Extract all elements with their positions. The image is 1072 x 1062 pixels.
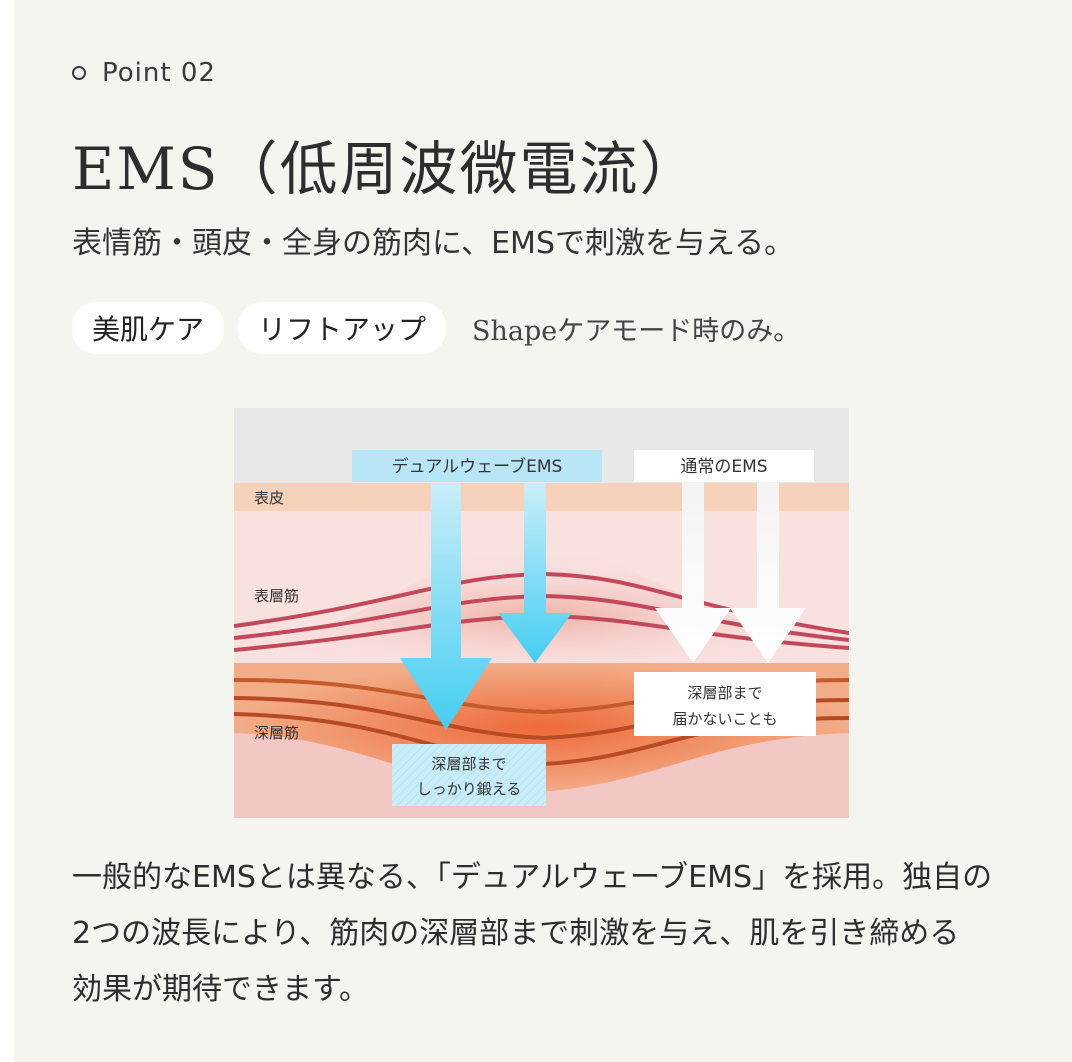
normal-ems-arrow-2 (730, 478, 806, 663)
tag-note: Shapeケアモード時のみ。 (472, 315, 801, 347)
body-line: 一般的なEMSとは異なる、「デュアルウェーブEMS」を採用。独自の (72, 860, 993, 895)
tag-lift-up: リフトアップ (238, 302, 447, 354)
normal-callout-line1: 深層部まで (687, 684, 762, 702)
subtitle: 表情筋・頭皮・全身の筋肉に、EMSで刺激を与える。 (72, 226, 795, 261)
normal-callout-box (634, 672, 816, 736)
dual-callout-line1: 深層部まで (431, 755, 506, 773)
normal-callout-line2: 届かないことも (672, 710, 777, 728)
dual-wave-short-arrow (498, 483, 572, 663)
body-line: 2つの波長により、筋肉の深層部まで刺激を与え、肌を引き締める (72, 916, 960, 951)
body-line: 効果が期待できます。 (72, 972, 369, 1007)
circle-icon (72, 66, 86, 80)
normal-ems-label: 通常のEMS (680, 457, 767, 477)
dual-callout-line2: しっかり鍛える (417, 780, 522, 798)
tag-row: 美肌ケア リフトアップ Shapeケアモード時のみ。 (72, 302, 800, 354)
page-title: EMS（低周波微電流） (72, 135, 700, 203)
point-heading: Point 02 (72, 58, 216, 88)
normal-ems-arrow-1 (655, 478, 731, 663)
layer-label-surface-muscle: 表層筋 (254, 587, 299, 605)
dual-wave-label: デュアルウェーブEMS (392, 456, 563, 477)
layer-label-epidermis: 表皮 (254, 489, 284, 507)
dual-callout-box (392, 744, 546, 806)
body-paragraph: 一般的なEMSとは異なる、「デュアルウェーブEMS」を採用。独自の 2つの波長に… (72, 850, 1032, 1018)
point-card: Point 02 EMS（低周波微電流） 表情筋・頭皮・全身の筋肉に、EMSで刺… (14, 0, 1072, 1062)
normal-ems-label-box (634, 450, 814, 482)
point-label: Point 02 (102, 58, 216, 88)
layer-label-deep-muscle: 深層筋 (254, 724, 299, 742)
dual-wave-label-box (352, 450, 602, 482)
tag-skin-care: 美肌ケア (72, 302, 225, 354)
ems-diagram: デュアルウェーブEMS 通常のEMS 表皮 表層筋 深層筋 深層部まで 届かない… (234, 408, 849, 818)
dual-wave-long-arrow (400, 483, 492, 730)
